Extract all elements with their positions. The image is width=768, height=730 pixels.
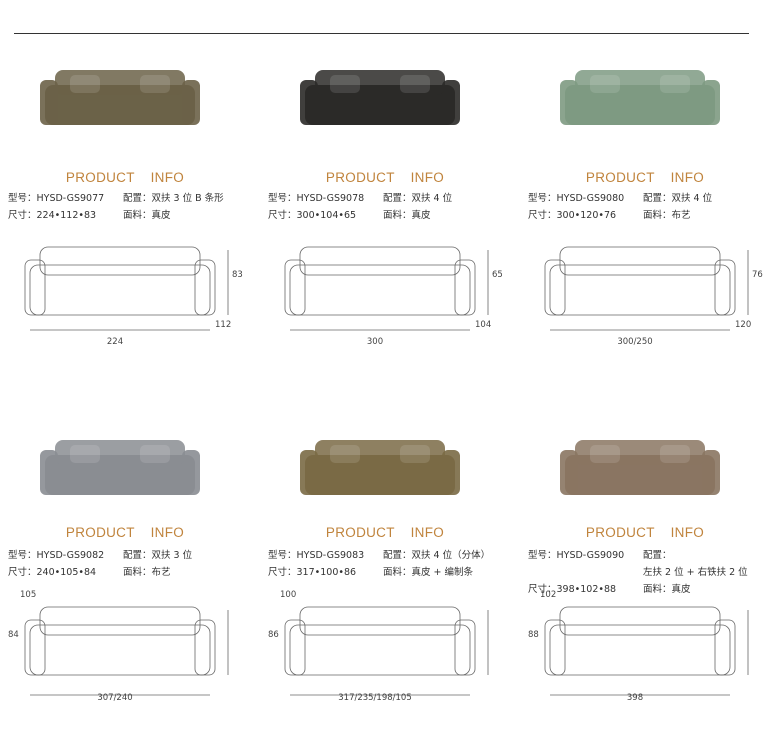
width-dimension: 300/250 xyxy=(617,337,653,347)
sofa-line-drawing xyxy=(24,606,229,696)
width-dimension: 317/235/198/105 xyxy=(338,693,412,703)
depth-dimension: 100 xyxy=(280,590,297,600)
size-label: 尺寸： xyxy=(8,210,37,221)
top-divider xyxy=(14,33,749,34)
config-value: 双扶 4 位 xyxy=(411,193,453,204)
product-info-title: PRODUCT INFO xyxy=(585,525,705,540)
product-specs: 型号：HYSD-GS9083 配置：双扶 4 位（分体） 尺寸：317•100•8… xyxy=(268,547,490,581)
sofa-line-drawing xyxy=(544,246,749,331)
size-label: 尺寸： xyxy=(268,567,297,578)
config-value: 双扶 4 位 xyxy=(671,193,713,204)
model-label: 型号： xyxy=(528,193,557,204)
product-specs: 型号：HYSD-GS9082 配置：双扶 3 位 尺寸：240•105•84 面料：… xyxy=(8,547,192,581)
size-label: 尺寸： xyxy=(268,210,297,221)
size-value: 224•112•83 xyxy=(36,210,97,221)
depth-dimension: 105 xyxy=(20,590,37,600)
model-value: HYSD-GS9082 xyxy=(36,550,105,561)
size-label: 尺寸： xyxy=(528,584,557,595)
product-card: PRODUCT INFO 型号：HYSD-GS9083 配置：双扶 4 位（分体）… xyxy=(260,390,510,720)
product-card: PRODUCT INFO 型号：HYSD-GS9090 配置： 左扶 2 位 + 右… xyxy=(520,390,768,720)
product-specs: 型号：HYSD-GS9078 配置：双扶 4 位 尺寸：300•104•65 面料：… xyxy=(268,190,452,224)
material-value: 真皮 xyxy=(671,584,691,595)
product-card: PRODUCT INFO 型号：HYSD-GS9078 配置：双扶 4 位 尺寸：… xyxy=(260,20,510,350)
sofa-photo xyxy=(300,70,460,125)
config-value: 左扶 2 位 + 右铁扶 2 位 xyxy=(643,567,748,578)
sofa-photo xyxy=(560,440,720,495)
product-specs: 型号：HYSD-GS9077 配置：双扶 3 位 B 条形 尺寸：224•112•… xyxy=(8,190,224,224)
config-label: 配置： xyxy=(123,550,152,561)
sofa-photo xyxy=(560,70,720,125)
height-dimension: 84 xyxy=(8,630,19,640)
size-value: 398•102•88 xyxy=(556,584,617,595)
model-label: 型号： xyxy=(528,550,557,561)
product-specs: 型号：HYSD-GS9080 配置：双扶 4 位 尺寸：300•120•76 面料：… xyxy=(528,190,712,224)
sofa-line-drawing xyxy=(544,606,749,696)
depth-dimension: 102 xyxy=(540,590,557,600)
product-info-title: PRODUCT INFO xyxy=(65,170,185,185)
size-value: 300•120•76 xyxy=(556,210,617,221)
height-dimension: 86 xyxy=(268,630,279,640)
sofa-photo xyxy=(40,440,200,495)
material-label: 面料： xyxy=(383,567,412,578)
model-label: 型号： xyxy=(268,193,297,204)
size-label: 尺寸： xyxy=(8,567,37,578)
sofa-photo xyxy=(40,70,200,125)
height-dimension: 83 xyxy=(232,270,243,280)
material-value: 布艺 xyxy=(671,210,691,221)
material-label: 面料： xyxy=(123,210,152,221)
sofa-photo xyxy=(300,440,460,495)
sofa-line-drawing xyxy=(24,246,229,331)
config-label: 配置： xyxy=(643,193,672,204)
config-label: 配置： xyxy=(123,193,152,204)
height-dimension: 88 xyxy=(528,630,539,640)
width-dimension: 398 xyxy=(626,693,644,703)
material-value: 真皮 xyxy=(151,210,171,221)
material-label: 面料： xyxy=(643,584,672,595)
size-label: 尺寸： xyxy=(528,210,557,221)
config-label: 配置： xyxy=(383,550,412,561)
size-value: 300•104•65 xyxy=(296,210,357,221)
material-value: 真皮 + 编制条 xyxy=(411,567,474,578)
model-value: HYSD-GS9083 xyxy=(296,550,365,561)
material-label: 面料： xyxy=(123,567,152,578)
size-value: 240•105•84 xyxy=(36,567,97,578)
model-value: HYSD-GS9080 xyxy=(556,193,625,204)
model-label: 型号： xyxy=(8,550,37,561)
depth-dimension: 104 xyxy=(475,320,492,330)
config-value: 双扶 3 位 B 条形 xyxy=(151,193,224,204)
product-info-title: PRODUCT INFO xyxy=(65,525,185,540)
height-dimension: 65 xyxy=(492,270,503,280)
width-dimension: 224 xyxy=(106,337,124,347)
model-label: 型号： xyxy=(8,193,37,204)
model-label: 型号： xyxy=(268,550,297,561)
depth-dimension: 120 xyxy=(735,320,752,330)
product-info-title: PRODUCT INFO xyxy=(325,525,445,540)
height-dimension: 76 xyxy=(752,270,763,280)
config-value: 双扶 3 位 xyxy=(151,550,193,561)
product-card: PRODUCT INFO 型号：HYSD-GS9077 配置：双扶 3 位 B 条… xyxy=(0,20,250,350)
model-value: HYSD-GS9078 xyxy=(296,193,365,204)
sofa-line-drawing xyxy=(284,606,489,696)
width-dimension: 307/240 xyxy=(97,693,133,703)
product-specs: 型号：HYSD-GS9090 配置： 左扶 2 位 + 右铁扶 2 位 尺寸：398… xyxy=(528,547,763,598)
product-info-title: PRODUCT INFO xyxy=(325,170,445,185)
product-info-title: PRODUCT INFO xyxy=(585,170,705,185)
product-card: PRODUCT INFO 型号：HYSD-GS9082 配置：双扶 3 位 尺寸：… xyxy=(0,390,250,720)
size-value: 317•100•86 xyxy=(296,567,357,578)
sofa-line-drawing xyxy=(284,246,489,331)
config-value: 双扶 4 位（分体） xyxy=(411,550,491,561)
config-label: 配置： xyxy=(643,550,672,561)
material-value: 布艺 xyxy=(151,567,171,578)
model-value: HYSD-GS9077 xyxy=(36,193,105,204)
width-dimension: 300 xyxy=(366,337,384,347)
material-label: 面料： xyxy=(383,210,412,221)
product-card: PRODUCT INFO 型号：HYSD-GS9080 配置：双扶 4 位 尺寸：… xyxy=(520,20,768,350)
depth-dimension: 112 xyxy=(215,320,232,330)
material-label: 面料： xyxy=(643,210,672,221)
model-value: HYSD-GS9090 xyxy=(556,550,625,561)
config-label: 配置： xyxy=(383,193,412,204)
material-value: 真皮 xyxy=(411,210,431,221)
